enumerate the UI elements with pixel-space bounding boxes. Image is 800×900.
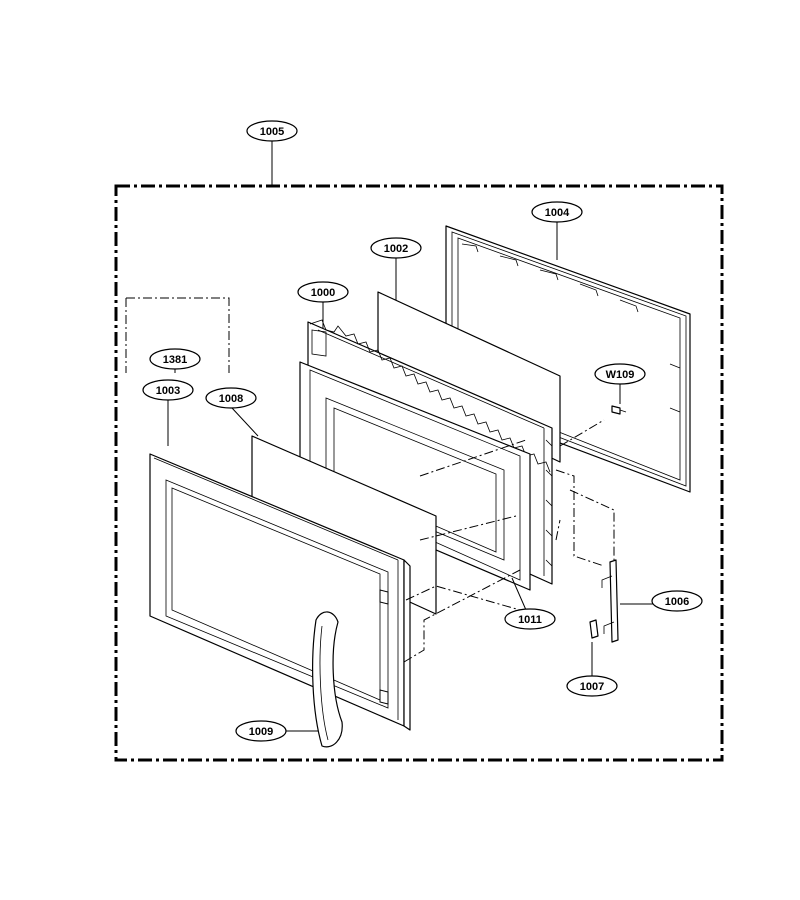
callout-label-1000: 1000 — [311, 287, 335, 299]
callout-1005: 1005 — [246, 120, 298, 142]
subassembly-box-1381 — [125, 297, 230, 373]
callout-label-1003: 1003 — [156, 385, 180, 397]
callout-label-1011: 1011 — [518, 614, 542, 626]
part-1006-latch — [601, 559, 619, 643]
part-1011-window-frame — [299, 361, 531, 591]
part-1009-handle — [312, 611, 343, 748]
part-1004-back-frame — [445, 225, 691, 493]
callout-1004: 1004 — [531, 201, 583, 223]
alignment-lines — [403, 419, 615, 663]
part-1007-spring — [589, 619, 599, 639]
assembly-boundary — [114, 184, 724, 762]
callout-label-1007: 1007 — [580, 681, 604, 693]
callout-1011: 1011 — [504, 608, 556, 630]
callout-label-1006: 1006 — [665, 596, 689, 608]
callout-label-1381: 1381 — [163, 354, 187, 366]
callout-label-1004: 1004 — [545, 207, 570, 219]
callout-label-1002: 1002 — [384, 243, 408, 255]
part-1003-door-frame — [149, 453, 411, 731]
callout-1008: 1008 — [205, 387, 257, 409]
callout-1002: 1002 — [370, 237, 422, 259]
callout-1006: 1006 — [651, 590, 703, 612]
callout-1003: 1003 — [142, 379, 194, 401]
callout-1381: 1381 — [149, 348, 201, 370]
callout-label-1009: 1009 — [249, 726, 273, 738]
callout-1007: 1007 — [566, 675, 618, 697]
part-w109-screw — [611, 405, 627, 415]
leader-lines — [167, 141, 656, 732]
callout-label-w109: W109 — [606, 369, 635, 381]
callout-w109: W109 — [594, 363, 646, 385]
callout-label-1005: 1005 — [260, 126, 284, 138]
callout-label-1008: 1008 — [219, 393, 243, 405]
callout-1009: 1009 — [235, 720, 287, 742]
callout-1000: 1000 — [297, 281, 349, 303]
